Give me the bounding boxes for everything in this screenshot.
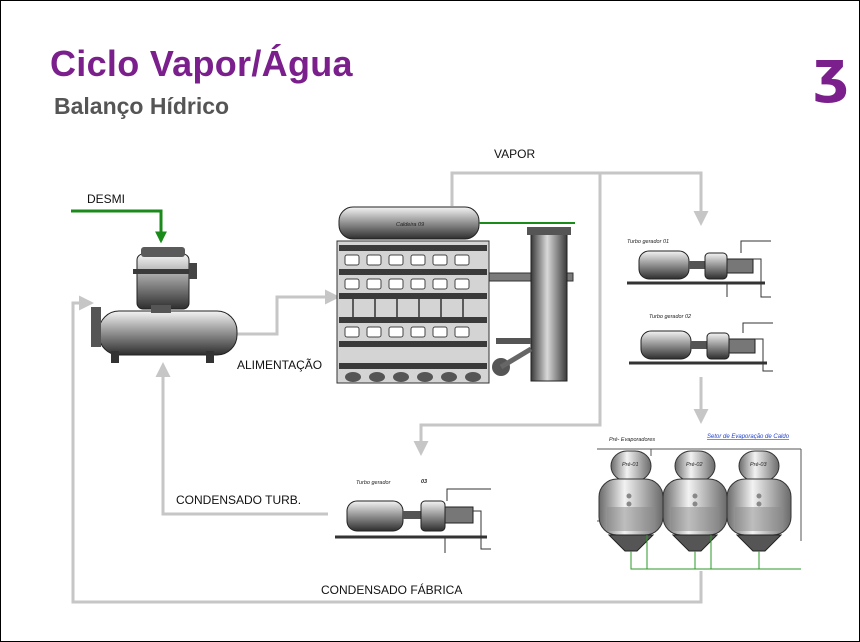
desmi-label: DESMI bbox=[87, 192, 125, 206]
evaporator-1: Pré-01 bbox=[598, 450, 664, 552]
tg2-label: Turbo gerador 02 bbox=[649, 314, 691, 320]
turbo-generator-01-icon: Turbo gerador 01 bbox=[627, 239, 771, 298]
boiler-label: Caldeira 09 bbox=[396, 222, 424, 228]
feed-line bbox=[237, 289, 340, 336]
evaporator-3: Pré-03 bbox=[726, 450, 792, 552]
page-title: Ciclo Vapor/Água bbox=[50, 43, 353, 84]
evaporators-icon: Pré- Evaporadores Setor de Evaporação de… bbox=[597, 434, 802, 570]
brand-logo-icon: ʒ bbox=[813, 40, 849, 105]
evap2-label: Pré-02 bbox=[686, 462, 703, 468]
boiler-icon: Caldeira 09 bbox=[336, 206, 575, 384]
turbo-generator-02-icon: Turbo gerador 02 bbox=[629, 314, 773, 372]
vapor-line bbox=[450, 171, 709, 226]
condensado-turb-label: CONDENSADO TURB. bbox=[176, 493, 301, 507]
evaporation-sector-link: Setor de Evaporação de Caldo bbox=[707, 434, 790, 440]
tg1-label: Turbo gerador 01 bbox=[627, 239, 669, 245]
vapor-branch-tg3 bbox=[413, 173, 602, 456]
condensate-turb-line bbox=[155, 362, 328, 516]
tg3-number: 03 bbox=[421, 479, 427, 485]
deaerator-icon bbox=[91, 247, 238, 363]
desmi-line bbox=[71, 209, 167, 244]
pre-evaporators-label: Pré- Evaporadores bbox=[609, 437, 655, 443]
evap1-label: Pré-01 bbox=[622, 462, 639, 468]
flow-lines bbox=[71, 171, 709, 604]
page-subtitle: Balanço Hídrico bbox=[54, 93, 230, 119]
vapor-label: VAPOR bbox=[494, 147, 535, 161]
turbo-generator-03-icon: Turbo gerador 03 bbox=[335, 479, 491, 553]
tg3-label: Turbo gerador bbox=[356, 480, 392, 486]
condensado-fabrica-label: CONDENSADO FÁBRICA bbox=[321, 582, 462, 597]
evaporator-2: Pré-02 bbox=[662, 450, 728, 552]
condensate-factory-line bbox=[71, 295, 703, 604]
alimentacao-label: ALIMENTAÇÃO bbox=[237, 358, 322, 372]
evap3-label: Pré-03 bbox=[750, 462, 767, 468]
